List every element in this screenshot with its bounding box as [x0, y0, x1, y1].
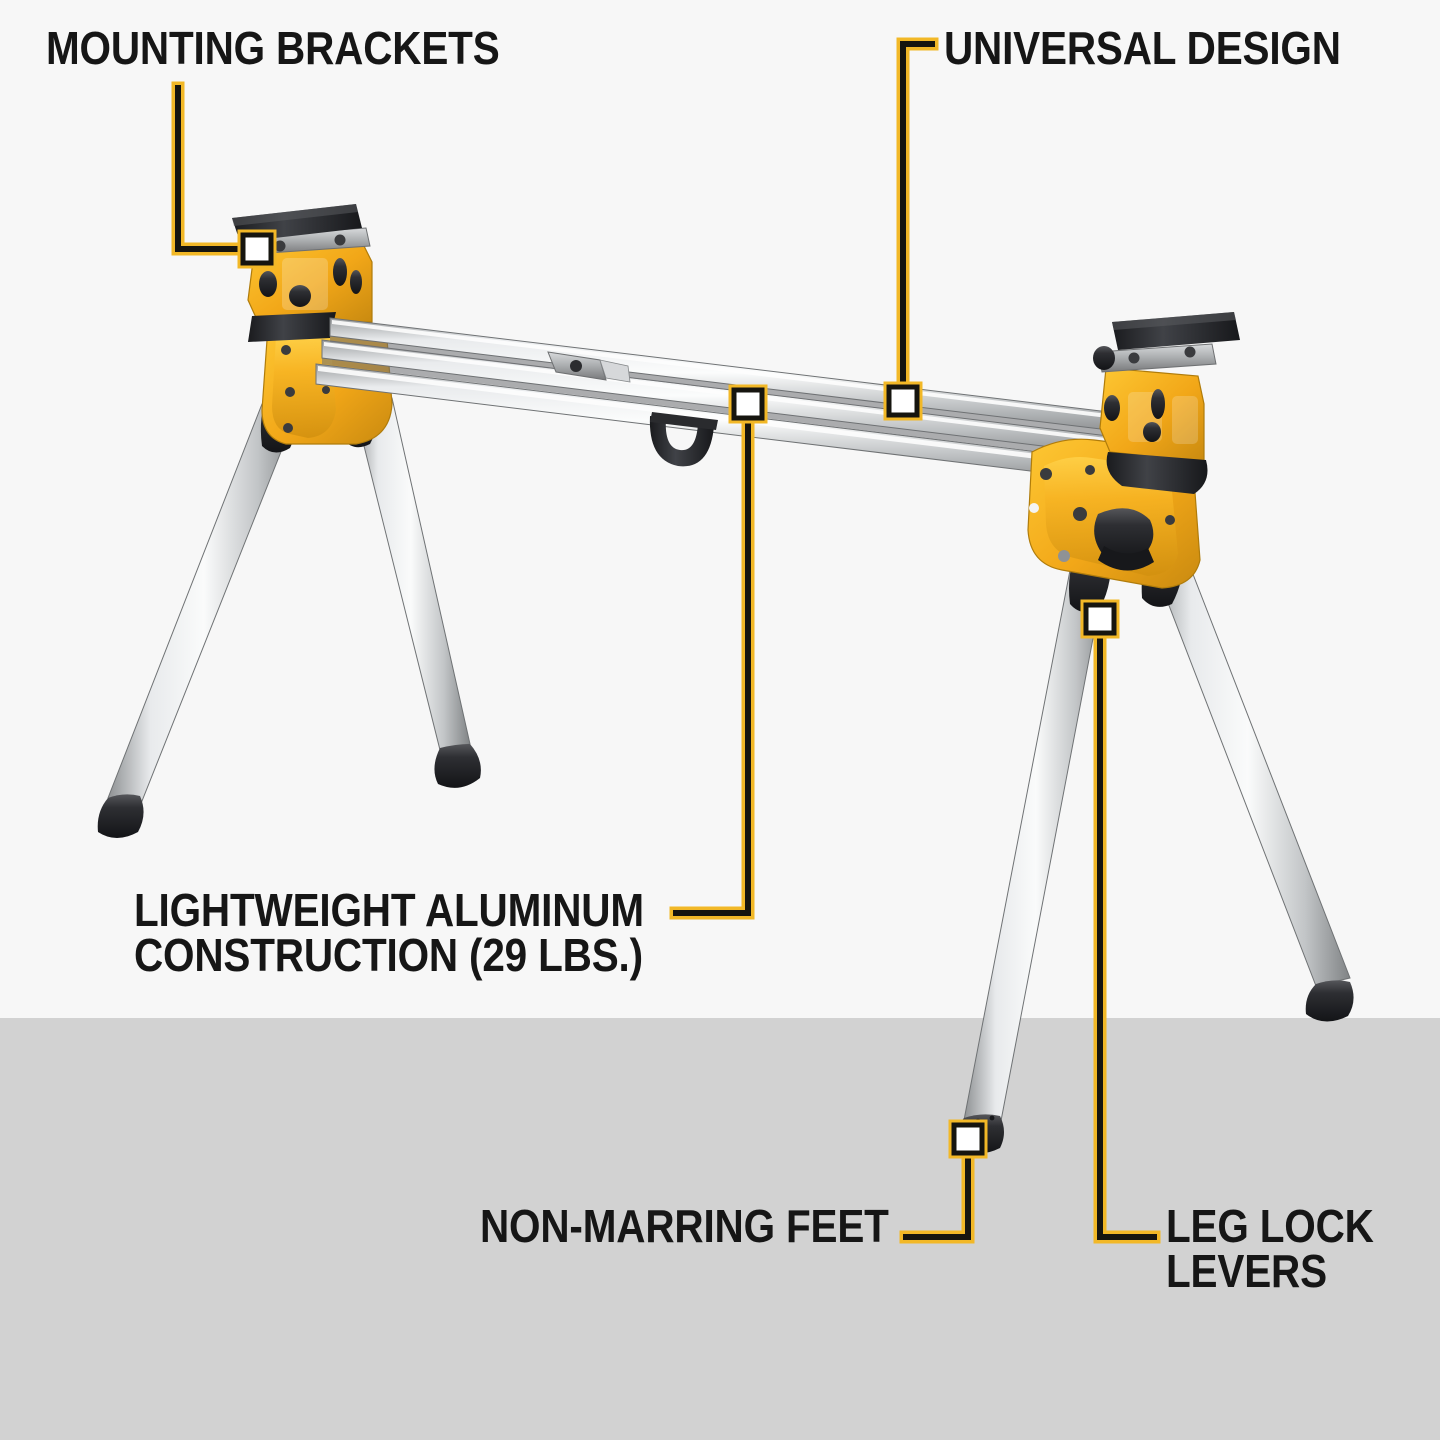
- callout-label-mounting-brackets: MOUNTING BRACKETS: [46, 22, 500, 74]
- callout-label-lightweight-aluminum: LIGHTWEIGHT ALUMINUM CONSTRUCTION (29 LB…: [134, 884, 644, 982]
- left-leg-group: [97, 388, 481, 838]
- rail-clip: [547, 351, 631, 383]
- callout-label-universal-design: UNIVERSAL DESIGN: [944, 22, 1341, 74]
- carry-handle: [649, 412, 718, 467]
- background-floor: [0, 1018, 1440, 1440]
- saw-stand-graphic: [97, 204, 1354, 1154]
- right-yellow-body: [1027, 312, 1240, 589]
- right-leg-group: [955, 537, 1354, 1154]
- leg-lock-lever: [1094, 508, 1154, 571]
- callout-label-leg-lock-levers: LEG LOCK LEVERS: [1166, 1200, 1374, 1298]
- callout-label-non-marring-feet: NON-MARRING FEET: [480, 1200, 889, 1252]
